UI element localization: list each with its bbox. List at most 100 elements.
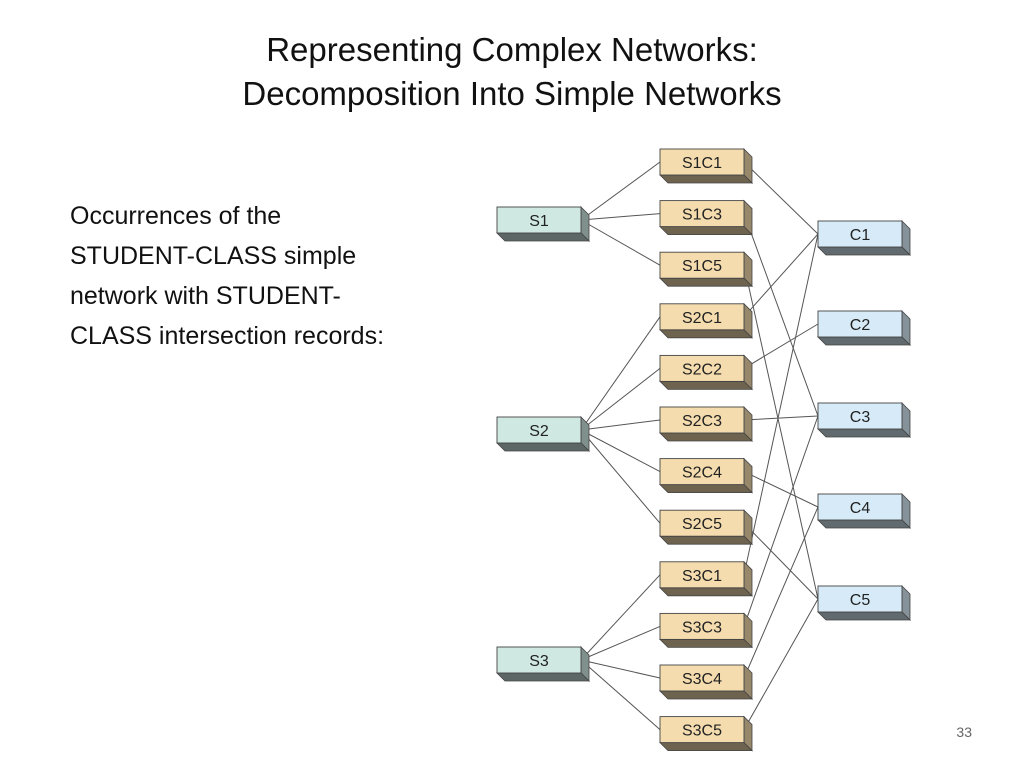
- intersection-record-s2c3-bottom: [659, 432, 753, 442]
- class-record-c4-bottom: [817, 519, 911, 529]
- intersection-record-s3c3: S3C3: [659, 612, 753, 649]
- class-record-c4-label: C4: [850, 500, 871, 517]
- student-record-s1: S1: [496, 206, 590, 242]
- intersection-record-s2c4-face: [659, 458, 745, 486]
- intersection-record-s3c3-face: [659, 612, 745, 640]
- edge-s2c2-c2: [743, 323, 819, 369]
- class-record-c1-bottom: [817, 246, 911, 256]
- intersection-record-s2c1-bottom: [659, 329, 753, 339]
- edge-s3c4-c4: [743, 506, 819, 679]
- page-number: 33: [956, 724, 972, 740]
- class-record-c5-face: [817, 585, 903, 613]
- edge-s1c1-c1: [743, 161, 819, 235]
- slide-title-line-1: Representing Complex Networks:: [266, 31, 758, 68]
- class-record-c2-label: C2: [850, 317, 871, 334]
- intersection-record-s3c5-face: [659, 716, 745, 744]
- intersection-record-s2c5-bottom: [659, 535, 753, 545]
- student-record-s1-bottom: [496, 232, 590, 242]
- edge-s1-s1c3: [580, 213, 661, 221]
- class-record-c2: C2: [817, 310, 911, 346]
- intersection-record-s1c3-bottom: [659, 226, 753, 236]
- edge-s3c3-c3: [743, 415, 819, 627]
- intersection-record-s1c5-bottom: [659, 277, 753, 287]
- intersection-record-s1c1-label: S1C1: [682, 155, 722, 172]
- intersection-record-s1c3-label: S1C3: [682, 207, 722, 224]
- student-record-s3-label: S3: [529, 653, 549, 670]
- edge-s2c1-c1: [743, 233, 819, 318]
- intersection-record-s2c1: S2C1: [659, 302, 753, 339]
- class-record-c3: C3: [817, 402, 911, 438]
- body-text-line-3: network with STUDENT-: [70, 282, 341, 310]
- intersection-record-s1c1-face: [659, 148, 745, 176]
- edge-layer: [580, 161, 819, 730]
- class-record-c3-face: [817, 402, 903, 430]
- intersection-record-s3c4-bottom: [659, 690, 753, 700]
- edge-s2-s2c2: [580, 368, 661, 431]
- intersection-record-s3c1-label: S3C1: [682, 568, 722, 585]
- intersection-record-s3c5-bottom: [659, 742, 753, 751]
- class-record-c3-bottom: [817, 428, 911, 438]
- intersection-record-s2c2: S2C2: [659, 354, 753, 391]
- edge-s3-s3c4: [580, 659, 661, 679]
- student-record-s2-label: S2: [529, 423, 549, 440]
- edge-s1c5-c5: [743, 265, 819, 600]
- intersection-record-s2c2-label: S2C2: [682, 361, 722, 378]
- intersection-record-s3c3-label: S3C3: [682, 619, 722, 636]
- edge-s2-s2c4: [580, 429, 661, 473]
- student-record-s3-bottom: [496, 672, 590, 682]
- intersection-record-s2c4-label: S2C4: [682, 465, 722, 482]
- intersection-record-s1c1: S1C1: [659, 148, 753, 184]
- intersection-record-s2c5-face: [659, 509, 745, 537]
- student-record-s1-face: [496, 206, 582, 234]
- class-record-c1-label: C1: [850, 227, 871, 244]
- intersection-record-s3c1-face: [659, 561, 745, 589]
- intersection-record-s2c4-bottom: [659, 484, 753, 494]
- student-record-s1-label: S1: [529, 213, 549, 230]
- intersection-record-s1c5: S1C5: [659, 251, 753, 288]
- intersection-record-s2c3-face: [659, 406, 745, 434]
- edge-s2-s2c1: [580, 316, 661, 431]
- intersection-record-s2c3: S2C3: [659, 406, 753, 442]
- class-record-c1: C1: [817, 220, 911, 256]
- edge-s3-s3c3: [580, 625, 661, 661]
- class-record-c5: C5: [817, 585, 911, 621]
- edge-s1c3-c3: [743, 213, 819, 417]
- intersection-record-s3c1-bottom: [659, 587, 753, 597]
- intersection-record-s3c1: S3C1: [659, 560, 753, 597]
- class-record-c3-label: C3: [850, 409, 871, 426]
- intersection-record-s2c3-label: S2C3: [682, 413, 722, 430]
- intersection-record-s2c5-label: S2C5: [682, 516, 722, 533]
- class-record-c2-bottom: [817, 336, 911, 346]
- intersection-record-s3c4-label: S3C4: [682, 671, 722, 688]
- student-record-s3-face: [496, 646, 582, 674]
- box-layer: S1C1S1C3S1C5S2C1S2C2S2C3S2C4S2C5S3C1S3C3…: [496, 148, 911, 752]
- edge-s2c4-c4: [743, 471, 819, 508]
- class-record-c4-face: [817, 493, 903, 521]
- intersection-record-s3c5: S3C5: [659, 715, 753, 752]
- slide-title-line-2: Decomposition Into Simple Networks: [242, 75, 782, 112]
- class-record-c4: C4: [817, 493, 911, 529]
- class-record-c5-label: C5: [850, 592, 871, 609]
- intersection-record-s3c4-face: [659, 664, 745, 692]
- edge-s3c5-c5: [743, 598, 819, 730]
- intersection-record-s1c1-bottom: [659, 174, 753, 184]
- edge-s3-s3c5: [580, 659, 661, 730]
- edge-s3-s3c1: [580, 574, 661, 661]
- intersection-record-s2c5: S2C5: [659, 509, 753, 546]
- body-text-line-1: Occurrences of the: [70, 202, 282, 230]
- intersection-record-s2c2-bottom: [659, 380, 753, 390]
- intersection-record-s2c4: S2C4: [659, 457, 753, 494]
- intersection-record-s3c3-bottom: [659, 639, 753, 648]
- slide-title: Representing Complex Networks: Decomposi…: [0, 28, 1024, 116]
- edge-s2c5-c5: [743, 522, 819, 600]
- intersection-record-s1c5-face: [659, 251, 745, 279]
- intersection-record-s2c1-face: [659, 303, 745, 331]
- edge-s2-s2c3: [580, 419, 661, 431]
- intersection-record-s3c5-label: S3C5: [682, 723, 722, 740]
- edge-s2-s2c5: [580, 429, 661, 524]
- intersection-record-s2c2-face: [659, 354, 745, 382]
- body-text-line-2: STUDENT-CLASS simple: [70, 242, 357, 270]
- class-record-c2-face: [817, 310, 903, 338]
- class-record-c5-bottom: [817, 611, 911, 621]
